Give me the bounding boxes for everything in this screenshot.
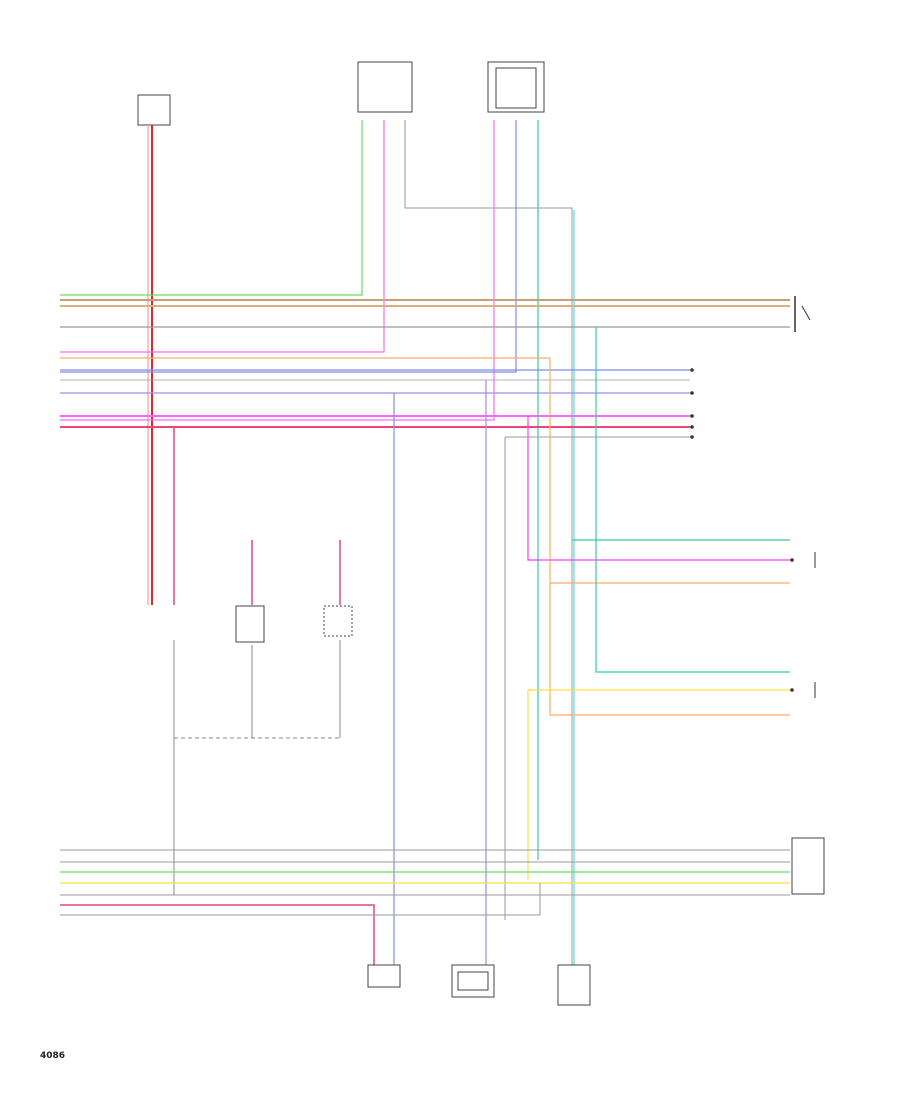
- relay-right-component: [323, 605, 353, 637]
- throttle-sensor-component: [487, 61, 545, 113]
- figure-code: 4086: [40, 1051, 65, 1061]
- wire-magenta-o2: [527, 416, 790, 561]
- fuse-box-component: [137, 94, 171, 126]
- engine-ground-component: [794, 296, 811, 332]
- wire-blue-throttle: [60, 120, 517, 373]
- bottom-mid-sensor-component: [451, 964, 495, 998]
- bottom-left-sensor-component: [367, 964, 401, 988]
- wire-gray-bottom-4: [60, 883, 541, 916]
- pcm-right-component: [791, 837, 825, 895]
- wire-orange-o2: [549, 358, 790, 716]
- relay-left-component: [235, 605, 265, 643]
- wire-gray-ecm: [404, 120, 573, 965]
- wire-red-bottom: [60, 904, 375, 965]
- wire-green-ecm: [60, 120, 363, 296]
- upstream-o2-component: [790, 552, 816, 568]
- transmission-relay-connector: [690, 368, 694, 439]
- wire-pink-throttle: [60, 120, 495, 421]
- wire-teal-o2-down: [595, 327, 790, 673]
- wire-pink-ecm: [60, 120, 385, 353]
- ecm-top-component: [357, 61, 413, 113]
- bottom-right-module-component: [557, 964, 591, 1006]
- downstream-o2-component: [790, 682, 816, 698]
